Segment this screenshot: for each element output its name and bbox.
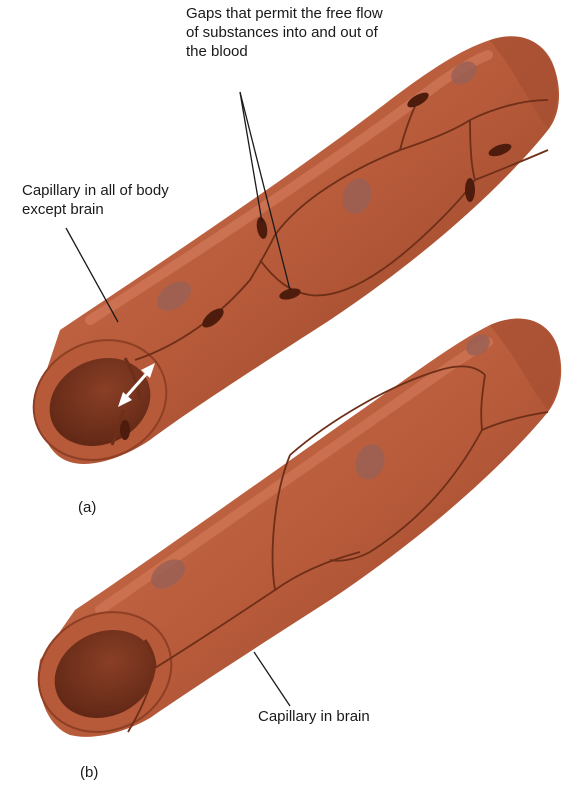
leader-line-brain (254, 652, 290, 706)
part-a-label: (a) (78, 498, 96, 517)
capillary-body-label: Capillary in all of body except brain (22, 181, 222, 219)
gap-opening (120, 420, 130, 440)
gaps-label: Gaps that permit the free flow of substa… (186, 4, 446, 61)
leader-line-body (66, 228, 118, 322)
gap-opening (465, 178, 475, 202)
capillary-brain-label: Capillary in brain (258, 707, 458, 726)
part-b-label: (b) (80, 763, 98, 782)
